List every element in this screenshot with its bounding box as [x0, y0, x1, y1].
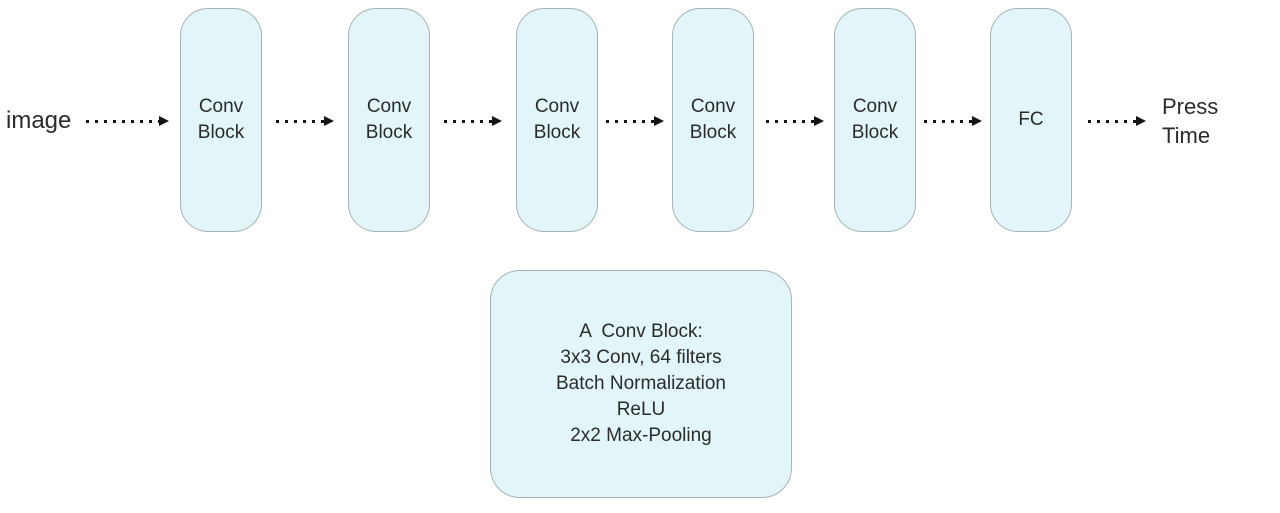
dotted-line	[606, 119, 654, 123]
arrowhead-icon	[159, 116, 169, 126]
dotted-line	[444, 119, 492, 123]
arrowhead-icon	[1136, 116, 1146, 126]
arrowhead-icon	[324, 116, 334, 126]
flow-arrow	[1088, 114, 1146, 128]
conv-block-1: Conv Block	[180, 8, 262, 232]
arrowhead-icon	[492, 116, 502, 126]
dotted-line	[766, 119, 814, 123]
flow-arrow	[444, 114, 502, 128]
node-label: Conv Block	[197, 96, 245, 143]
output-label-line1: Press	[1162, 94, 1219, 119]
node-label: Conv Block	[851, 96, 899, 143]
flow-arrow	[86, 114, 169, 128]
arrowhead-icon	[972, 116, 982, 126]
node-label: Conv Block	[365, 96, 413, 143]
arrowhead-icon	[654, 116, 664, 126]
legend-line: Batch Normalization	[555, 373, 727, 394]
arrowhead-icon	[814, 116, 824, 126]
conv-block-2: Conv Block	[348, 8, 430, 232]
dotted-line	[86, 119, 159, 123]
flow-arrow	[276, 114, 334, 128]
fc-block: FC	[990, 8, 1072, 232]
input-label: image	[6, 107, 72, 134]
node-label: Conv Block	[689, 96, 737, 143]
dotted-line	[1088, 119, 1136, 123]
node-label: FC	[1018, 109, 1044, 130]
node-label: Conv Block	[533, 96, 581, 143]
legend-line: 3x3 Conv, 64 filters	[560, 347, 722, 368]
legend-line: ReLU	[616, 399, 666, 420]
dotted-line	[924, 119, 972, 123]
flow-arrow	[924, 114, 982, 128]
dotted-line	[276, 119, 324, 123]
conv-block-3: Conv Block	[516, 8, 598, 232]
output-label-line2: Time	[1162, 123, 1211, 148]
output-label: Press Time	[1162, 92, 1218, 150]
flow-arrow	[766, 114, 824, 128]
legend-line: 2x2 Max-Pooling	[570, 425, 712, 446]
flow-arrow	[606, 114, 664, 128]
conv-block-5: Conv Block	[834, 8, 916, 232]
conv-block-legend: A Conv Block: 3x3 Conv, 64 filters Batch…	[490, 270, 792, 498]
legend-title: A Conv Block:	[579, 321, 703, 342]
conv-block-4: Conv Block	[672, 8, 754, 232]
